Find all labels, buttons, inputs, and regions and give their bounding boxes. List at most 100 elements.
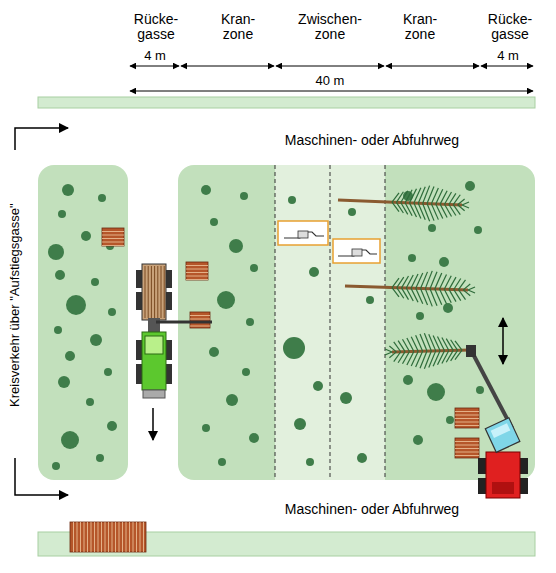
spruce-branch — [414, 203, 421, 218]
tree — [58, 210, 66, 218]
tree — [55, 270, 65, 280]
forest-stand — [38, 165, 128, 480]
tree — [90, 334, 102, 346]
tree — [61, 431, 79, 449]
log — [164, 266, 165, 318]
spruce-branch — [392, 193, 399, 202]
spruce-branch — [405, 190, 412, 203]
tree — [65, 351, 75, 361]
road-label: Maschinen- oder Abfuhrweg — [285, 133, 459, 148]
tree — [229, 239, 243, 253]
spruce-branch — [401, 203, 408, 215]
log — [145, 266, 146, 318]
log — [154, 266, 155, 318]
tree — [428, 224, 436, 232]
tree — [309, 267, 319, 277]
tree — [249, 433, 259, 443]
spruce-branch — [406, 288, 413, 301]
spruce-branch — [402, 288, 409, 300]
zone-heading: Kran- zone — [403, 12, 437, 43]
chainsaw-icon — [278, 221, 380, 263]
tree — [340, 392, 352, 404]
spruce-branch — [438, 336, 445, 350]
spruce-branch — [442, 338, 449, 351]
log-pile — [186, 262, 208, 280]
log-piles — [70, 228, 479, 552]
spruce-branch — [446, 339, 453, 351]
log-pile — [455, 438, 479, 458]
spruce-branch — [392, 278, 399, 287]
tree — [96, 454, 104, 462]
tree — [81, 231, 91, 241]
intermediate-zone — [275, 165, 385, 480]
spruce-branch — [451, 340, 458, 351]
traffic-label: Kreisverkehr über "Aufstiegsgasse" — [8, 203, 22, 407]
tree — [218, 458, 226, 466]
spruce-branch — [410, 203, 417, 217]
tree — [246, 318, 254, 326]
log — [148, 266, 149, 318]
tree — [66, 295, 86, 315]
spruce-branch — [418, 187, 425, 204]
spruce-branch — [463, 284, 470, 290]
spruce-branch — [392, 202, 399, 211]
spruce-branch — [468, 290, 475, 293]
spruce-branch — [397, 288, 404, 299]
tree — [209, 347, 219, 357]
log — [157, 266, 158, 318]
spruce-branch — [389, 346, 396, 352]
log — [161, 266, 162, 318]
tree — [283, 337, 305, 359]
tree — [91, 278, 99, 286]
spruce-branch — [429, 334, 436, 351]
trees — [48, 181, 484, 470]
tree — [58, 376, 70, 388]
spruce-branch — [397, 277, 404, 288]
dimension-label: 4 m — [144, 49, 166, 63]
tree — [86, 398, 94, 406]
zone-heading: Rücke- gasse — [134, 12, 178, 43]
tree — [408, 254, 416, 262]
spruce-branch — [414, 188, 421, 203]
tree — [250, 264, 258, 272]
dimension-label: 4 m — [497, 49, 519, 63]
tree — [48, 244, 64, 260]
spruce-branch — [385, 349, 392, 352]
spruce-branch — [392, 288, 399, 297]
tree — [108, 308, 116, 316]
traffic-arrow — [15, 128, 503, 495]
spruce-branch — [442, 351, 449, 364]
zone-heading: Zwischen- zone — [298, 12, 362, 43]
log-pile — [190, 312, 210, 328]
log — [151, 266, 152, 318]
spruce-branch — [438, 351, 445, 365]
zone-heading: Kran- zone — [221, 12, 255, 43]
dimension-lines — [130, 66, 533, 91]
spruce-branch — [462, 205, 469, 208]
spruce-branch — [458, 205, 465, 211]
spruce-branch — [463, 290, 470, 296]
tree — [416, 312, 424, 320]
spruce-branch — [418, 203, 425, 220]
spruce-branch — [433, 335, 440, 350]
tree — [202, 424, 210, 432]
tree — [294, 418, 306, 430]
tree — [54, 326, 62, 334]
tree — [104, 368, 112, 376]
tree — [476, 386, 484, 394]
spruce-branch — [410, 189, 417, 203]
tree — [62, 184, 74, 196]
tree — [306, 458, 314, 466]
forest-stand — [178, 165, 535, 480]
spruce-branch — [458, 199, 465, 205]
tree — [443, 303, 453, 313]
tree — [201, 185, 211, 195]
dimension-label: 40 m — [316, 74, 345, 88]
tree — [413, 435, 423, 445]
road-label: Maschinen- oder Abfuhrweg — [285, 502, 459, 517]
tree — [348, 208, 356, 216]
spruce-branch — [455, 341, 462, 350]
tree — [288, 196, 296, 204]
